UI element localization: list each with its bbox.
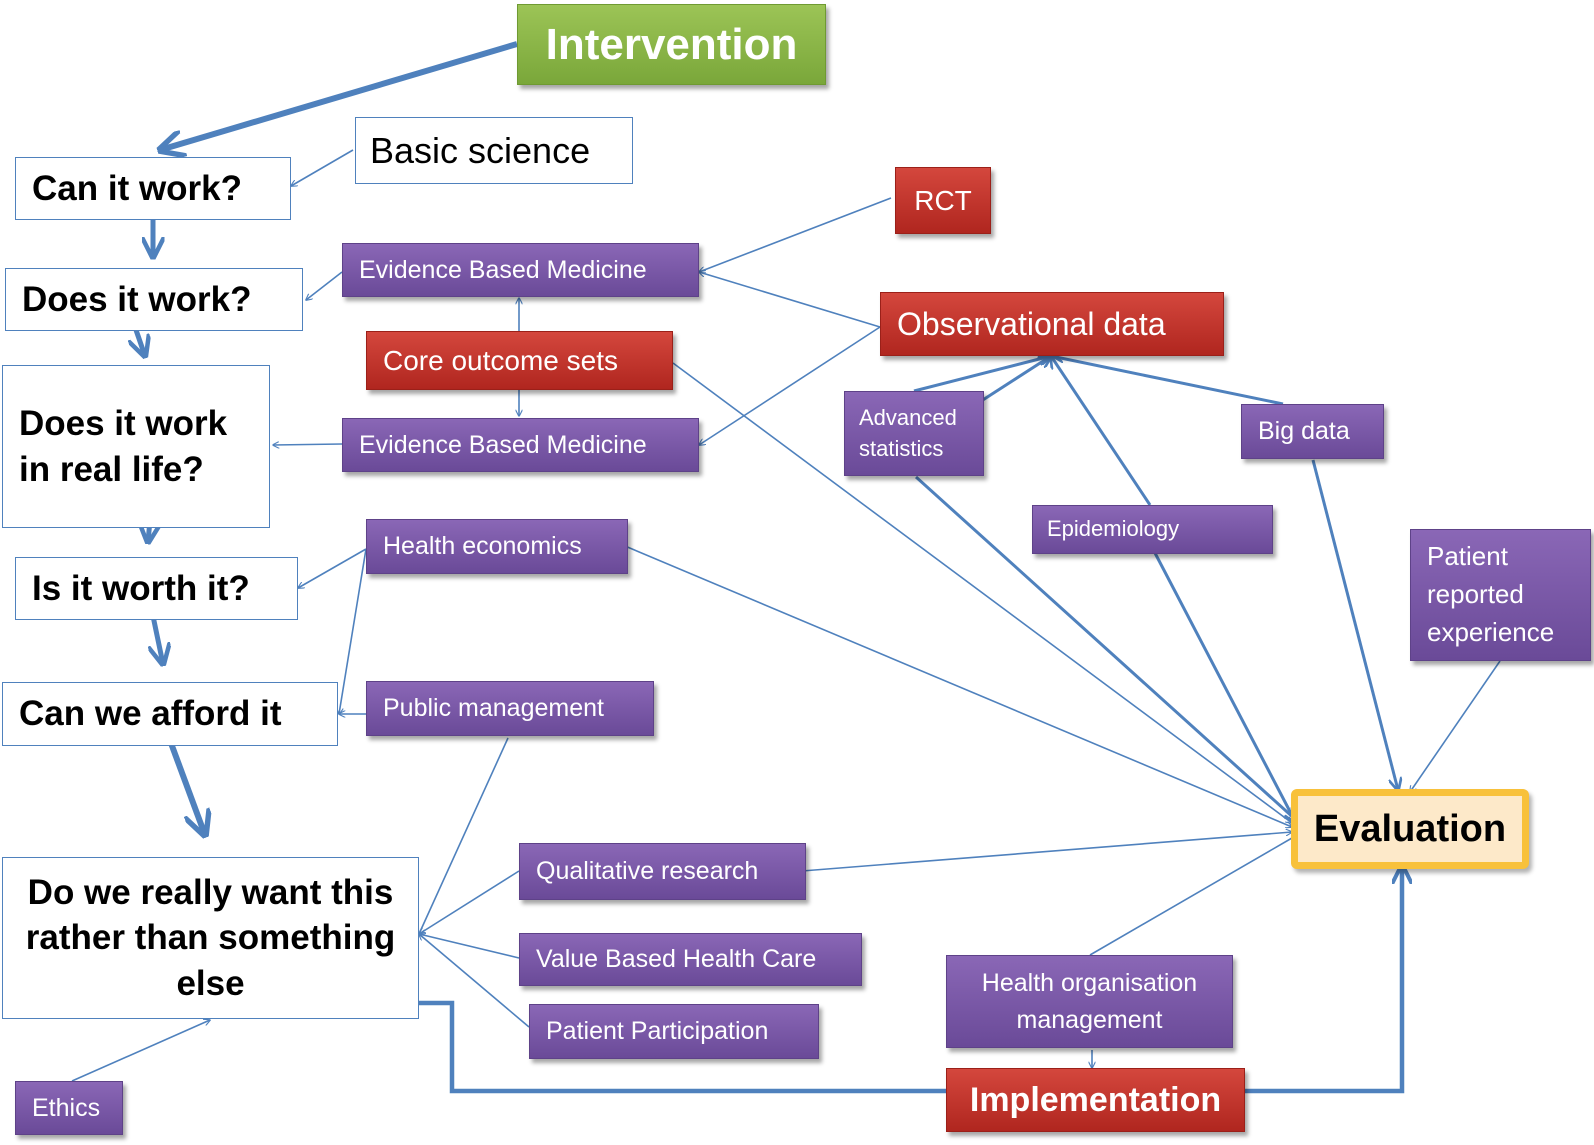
- intervention-box: Intervention: [517, 4, 826, 85]
- question-afford: Can we afford it: [2, 682, 338, 746]
- connector: [306, 271, 343, 300]
- observational-data-box: Observational data: [880, 292, 1224, 356]
- connector: [914, 475, 1296, 820]
- evidence-based-medicine-top: Evidence Based Medicine: [342, 243, 699, 297]
- health-economics-box: Health economics: [366, 519, 628, 574]
- connector: [1410, 660, 1501, 792]
- connector: [1050, 354, 1284, 406]
- connector: [699, 272, 881, 328]
- question-can-it-work: Can it work?: [15, 157, 291, 220]
- connector: [624, 545, 1292, 827]
- implementation-box: Implementation: [946, 1068, 1245, 1132]
- connector: [1311, 459, 1398, 790]
- connector: [699, 326, 881, 445]
- rct-box: RCT: [895, 167, 991, 234]
- connector: [801, 832, 1292, 872]
- question-real-life: Does it work in real life?: [2, 365, 270, 528]
- connector: [298, 548, 367, 588]
- question-does-it-work: Does it work?: [5, 268, 303, 331]
- connector: [913, 356, 1051, 393]
- flow-arrow-5: [165, 733, 205, 835]
- value-based-health-care-box: Value Based Health Care: [519, 933, 862, 986]
- connector: [699, 197, 892, 272]
- flow-arrow-intervention: [160, 41, 518, 150]
- connector: [339, 548, 367, 714]
- evaluation-box: Evaluation: [1291, 789, 1529, 869]
- basic-science-box: Basic science: [355, 117, 633, 184]
- patient-reported-experience-box: Patient reported experience: [1410, 529, 1591, 661]
- connector: [71, 1020, 210, 1082]
- connector: [419, 934, 530, 1028]
- connector: [273, 444, 343, 445]
- implementation-to-evaluation: [1228, 866, 1402, 1094]
- core-outcome-sets-box: Core outcome sets: [366, 331, 673, 390]
- evidence-based-medicine-bottom: Evidence Based Medicine: [342, 418, 699, 472]
- ethics-box: Ethics: [15, 1081, 123, 1135]
- connector: [419, 934, 520, 959]
- health-organisation-management-box: Health organisation management: [946, 955, 1233, 1048]
- connector: [1051, 356, 1152, 506]
- advanced-statistics-box: Advanced statistics: [844, 391, 984, 476]
- connector: [291, 149, 354, 186]
- patient-participation-box: Patient Participation: [529, 1004, 819, 1059]
- public-management-box: Public management: [366, 681, 654, 736]
- connector: [672, 362, 1292, 823]
- connector: [1089, 837, 1293, 956]
- connector: [419, 870, 520, 934]
- question-rather: Do we really want this rather than somet…: [2, 857, 419, 1019]
- qualitative-research-box: Qualitative research: [519, 843, 806, 900]
- epidemiology-box: Epidemiology: [1032, 505, 1273, 554]
- question-worth-it: Is it worth it?: [15, 557, 298, 620]
- flow-arrow-4: [153, 615, 163, 664]
- big-data-box: Big data: [1241, 404, 1384, 459]
- connector: [1153, 552, 1296, 823]
- flow-arrow-2: [135, 326, 145, 356]
- connector: [419, 737, 509, 934]
